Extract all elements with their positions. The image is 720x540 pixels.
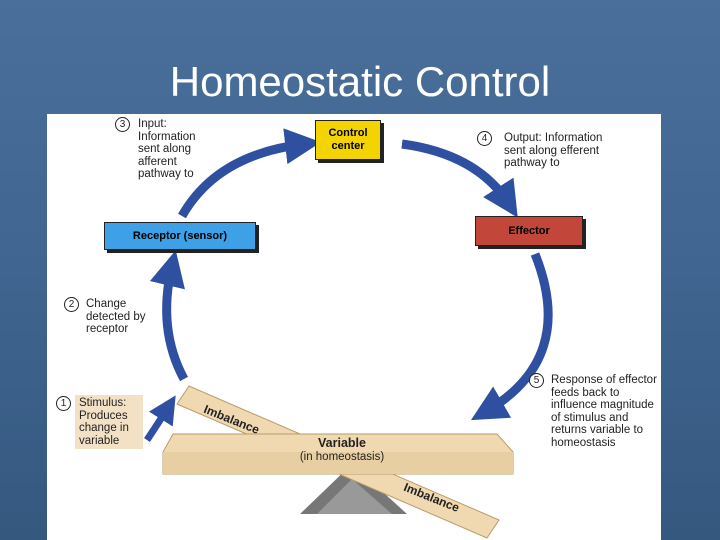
step-4-text: Output: Information sent along efferent … [504, 132, 603, 169]
step-5-text: Response of effector feeds back to influ… [551, 374, 657, 449]
response-arrow [470, 252, 553, 421]
stimulus-arrow [144, 395, 176, 442]
detection-arrow [149, 250, 188, 382]
stimulus-highlight [75, 395, 143, 449]
step-2-text: Change detected by receptor [86, 298, 146, 335]
step-2-number: 2 [64, 297, 79, 312]
step-1-number: 1 [56, 396, 71, 411]
receptor-label: Receptor (sensor) [132, 229, 228, 242]
step-3-number: 3 [115, 117, 130, 132]
feedback-loop-arrows [144, 128, 553, 539]
variable-sub-label: (in homeostasis) [299, 451, 385, 463]
diagram-panel: Control center Receptor (sensor) Effecto… [47, 114, 661, 540]
efferent-arrow [401, 139, 518, 218]
variable-label: Variable [318, 436, 366, 450]
step-1-text: Stimulus: Produces change in variable [79, 397, 129, 447]
effector-label: Effector [508, 224, 550, 237]
afferent-arrow [178, 128, 322, 219]
step-4-number: 4 [477, 131, 492, 146]
step-5-number: 5 [529, 373, 544, 388]
receptor-box: Receptor (sensor) [104, 222, 256, 250]
step-3-text: Input: Information sent along afferent p… [138, 118, 196, 180]
control-center-box: Control center [315, 120, 381, 160]
effector-box: Effector [475, 216, 583, 246]
control-center-label: Control center [328, 127, 368, 152]
slide-title: Homeostatic Control [169, 58, 551, 105]
